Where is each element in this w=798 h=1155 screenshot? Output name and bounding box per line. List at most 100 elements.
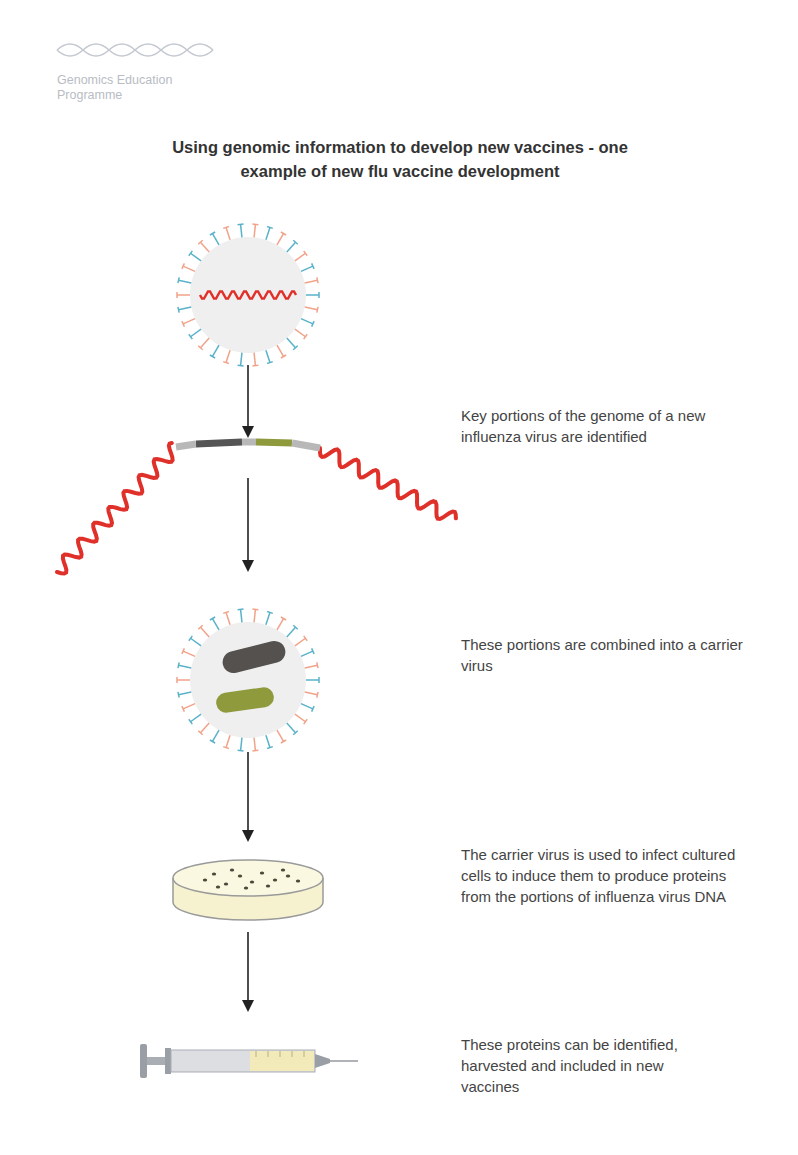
surface-spike — [295, 714, 306, 722]
spike-head — [281, 232, 286, 235]
cell-colony — [296, 880, 300, 883]
key-portion — [256, 442, 292, 443]
spike-head — [252, 608, 258, 610]
surface-spike — [277, 730, 284, 741]
rna-strand — [320, 448, 456, 519]
plunger-rod — [147, 1057, 167, 1065]
spike-head — [189, 251, 193, 256]
diagram-title: Using genomic information to develop new… — [160, 135, 640, 183]
spike-head — [304, 719, 308, 724]
surface-spike — [200, 627, 209, 637]
spike-head — [223, 227, 229, 229]
surface-spike — [277, 234, 284, 245]
spike-head — [293, 731, 297, 735]
petri-dish — [173, 860, 323, 920]
spike-head — [182, 321, 184, 326]
surface-spike — [177, 294, 190, 296]
surface-spike — [183, 651, 195, 656]
spike-head — [312, 263, 314, 268]
spike-head — [176, 292, 178, 298]
spike-head — [317, 692, 318, 698]
spike-head — [281, 355, 286, 358]
surface-spike — [179, 665, 192, 668]
surface-spike — [213, 234, 220, 245]
key-portion — [215, 686, 275, 714]
surface-spike — [277, 345, 284, 356]
spike-head — [182, 648, 184, 653]
cell-colony — [230, 869, 234, 872]
spike-head — [178, 307, 179, 313]
surface-spike — [306, 679, 319, 681]
spike-head — [182, 263, 184, 268]
genome-segment — [292, 443, 320, 448]
cell-colony — [244, 887, 248, 890]
surface-spike — [183, 704, 195, 709]
flow-arrow-shaft — [247, 752, 249, 832]
flow-arrow-head — [242, 830, 254, 842]
flow-arrow-shaft — [247, 932, 249, 1002]
spike-head — [312, 321, 314, 326]
cell-colony — [238, 875, 242, 878]
spike-head — [189, 636, 193, 641]
virus-body — [190, 622, 306, 738]
spike-head — [223, 747, 229, 749]
needle-hub — [315, 1054, 330, 1068]
surface-spike — [301, 651, 313, 656]
spike-head — [293, 625, 297, 629]
spike-head — [210, 740, 215, 743]
flow-arrow-shaft — [247, 478, 249, 562]
surface-spike — [277, 619, 284, 630]
spike-head — [189, 334, 193, 339]
cell-colony — [203, 879, 207, 882]
cell-colony — [281, 869, 285, 872]
surface-spike — [287, 338, 296, 348]
surface-spike — [213, 730, 220, 741]
surface-spike — [179, 280, 192, 283]
surface-spike — [200, 242, 209, 252]
influenza-virus — [177, 224, 319, 366]
surface-spike — [287, 723, 296, 733]
spike-head — [317, 307, 318, 313]
surface-spike — [254, 609, 255, 622]
surface-spike — [179, 692, 192, 695]
spike-head — [293, 240, 297, 244]
spike-head — [238, 750, 244, 752]
surface-spike — [191, 253, 202, 261]
surface-spike — [191, 638, 202, 646]
spike-head — [317, 277, 318, 283]
spike-head — [304, 251, 308, 256]
spike-head — [281, 617, 286, 620]
cell-colony — [286, 875, 290, 878]
cell-colony — [212, 873, 216, 876]
spike-head — [223, 362, 229, 364]
rna-strand — [200, 292, 296, 299]
spike-head — [267, 227, 273, 229]
key-portion — [220, 639, 287, 676]
flow-arrow-head — [242, 426, 254, 438]
spike-head — [238, 365, 244, 367]
viral-genome — [57, 442, 456, 574]
surface-spike — [301, 319, 313, 324]
spike-head — [223, 612, 229, 614]
surface-spike — [295, 253, 306, 261]
surface-spike — [191, 714, 202, 722]
surface-spike — [241, 609, 242, 622]
spike-head — [304, 334, 308, 339]
surface-spike — [254, 353, 255, 366]
surface-spike — [177, 679, 190, 681]
key-portion — [196, 442, 242, 444]
spike-head — [252, 750, 258, 752]
spike-head — [238, 223, 244, 225]
surface-spike — [266, 612, 270, 624]
surface-spike — [191, 329, 202, 337]
surface-spike — [179, 307, 192, 310]
spike-head — [198, 731, 202, 735]
surface-spike — [301, 266, 313, 271]
spike-head — [317, 662, 318, 668]
step-description: Key portions of the genome of a new infl… — [461, 405, 751, 447]
surface-spike — [183, 266, 195, 271]
spike-head — [267, 612, 273, 614]
cell-colony — [266, 885, 270, 888]
surface-spike — [305, 665, 318, 668]
surface-spike — [254, 224, 255, 237]
